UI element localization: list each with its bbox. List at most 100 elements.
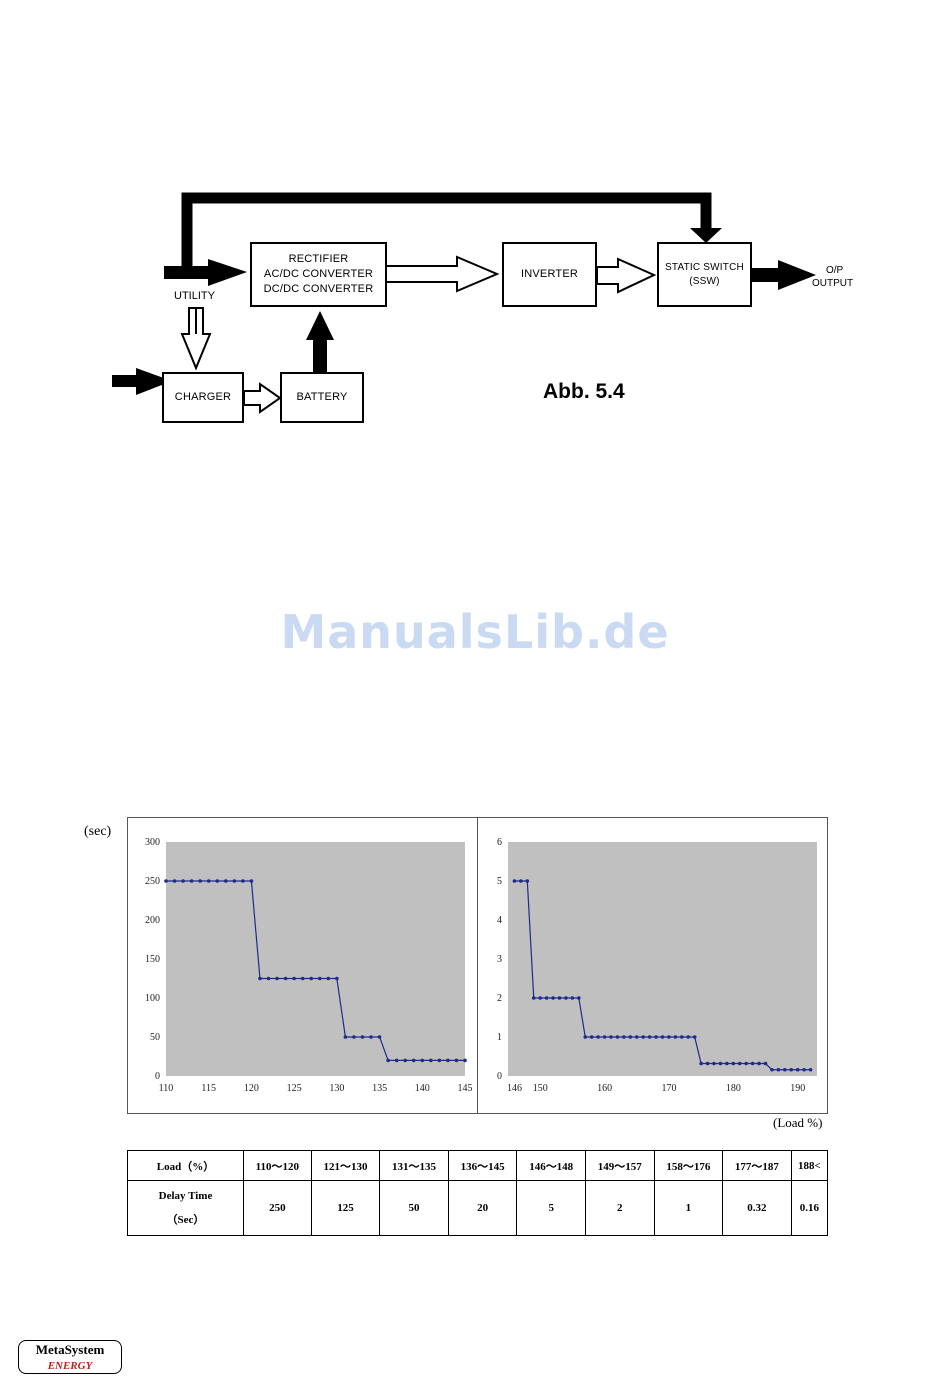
data-point — [557, 996, 562, 1000]
data-point — [300, 976, 305, 981]
output-label: OUTPUT — [812, 278, 854, 289]
battery-rectifier-arrowhead — [306, 311, 334, 340]
charger-block: CHARGER — [162, 372, 244, 423]
x-tick-label: 125 — [287, 1083, 302, 1094]
rectifier-label: RECTIFIER — [288, 253, 349, 265]
data-point — [789, 1067, 794, 1072]
battery-rectifier-arrow-shaft — [313, 336, 327, 372]
charger-label: CHARGER — [174, 391, 232, 403]
load-cell: 177～187 — [722, 1150, 792, 1181]
x-tick-label: 150 — [533, 1083, 548, 1094]
data-point — [583, 1035, 588, 1039]
data-point — [712, 1061, 716, 1066]
data-point — [802, 1067, 806, 1072]
data-point — [519, 879, 523, 883]
table-row-delay: Delay Time （Sec） 250 125 50 20 5 2 1 0.3… — [127, 1180, 829, 1236]
delay-cell: 250 — [243, 1180, 312, 1236]
data-point — [757, 1061, 761, 1066]
data-point — [680, 1035, 684, 1039]
data-point — [164, 879, 168, 883]
data-point — [292, 976, 296, 981]
delay-unit-label: （Sec） — [166, 1214, 205, 1226]
data-point — [403, 1058, 408, 1063]
data-point — [446, 1058, 450, 1063]
data-point — [309, 976, 314, 981]
data-point — [602, 1035, 607, 1039]
data-point — [667, 1035, 671, 1039]
y-tick-label: 3 — [497, 954, 502, 965]
charger-battery-arrow — [243, 382, 282, 414]
data-point — [232, 879, 237, 883]
data-point — [609, 1035, 613, 1039]
data-point — [776, 1067, 781, 1072]
data-point — [570, 996, 575, 1000]
delay-time-label: Delay Time — [158, 1190, 213, 1202]
data-point — [654, 1035, 658, 1039]
battery-block: BATTERY — [280, 372, 364, 423]
data-point — [172, 879, 177, 883]
plot-area — [166, 842, 465, 1076]
data-point — [763, 1061, 768, 1066]
data-point — [369, 1035, 373, 1039]
load-cell: 149～157 — [584, 1150, 655, 1181]
y-tick-label: 250 — [145, 876, 160, 887]
data-point — [718, 1061, 723, 1066]
inverter-ssw-arrow — [596, 257, 657, 294]
rectifier-inverter-arrow — [385, 255, 500, 293]
data-point — [589, 1035, 594, 1039]
delay-cell: 0.16 — [790, 1180, 829, 1236]
data-point — [725, 1061, 729, 1066]
data-point — [628, 1035, 633, 1039]
data-point — [266, 976, 271, 981]
x-tick-label: 145 — [458, 1083, 473, 1094]
data-point — [394, 1058, 399, 1063]
y-tick-label: 300 — [145, 837, 160, 848]
data-point — [731, 1061, 736, 1066]
data-point — [770, 1067, 774, 1072]
utility-arrow-shaft — [164, 266, 212, 279]
watermark: ManualsLib.de — [280, 605, 670, 659]
data-point — [189, 879, 194, 883]
bypass-line — [181, 192, 712, 272]
x-tick-label: 110 — [159, 1083, 174, 1094]
y-tick-label: 0 — [497, 1071, 502, 1082]
ssw-label: (SSW) — [689, 275, 720, 287]
data-point — [808, 1067, 813, 1072]
delay-cell: 20 — [447, 1180, 518, 1236]
data-point — [377, 1035, 382, 1039]
output-arrowhead — [778, 260, 816, 290]
data-point — [437, 1058, 442, 1063]
charger-input-arrow-shaft — [112, 375, 140, 387]
x-tick-label: 180 — [726, 1083, 741, 1094]
data-point — [360, 1035, 365, 1039]
data-point — [283, 976, 288, 981]
data-point — [454, 1058, 459, 1063]
delay-cell: 5 — [516, 1180, 586, 1236]
y-tick-label: 1 — [497, 1032, 502, 1043]
data-point — [181, 879, 185, 883]
data-point — [215, 879, 220, 883]
load-cell: 131～135 — [379, 1150, 449, 1181]
load-cell: 158～176 — [653, 1150, 724, 1181]
block-diagram: RECTIFIER AC/DC CONVERTER DC/DC CONVERTE… — [0, 0, 950, 440]
data-point — [538, 996, 542, 1000]
output-short-label: O/P — [826, 265, 844, 276]
y-tick-label: 6 — [497, 837, 502, 848]
x-tick-label: 190 — [790, 1083, 805, 1094]
table-row-load: Load（%） 110～120 121～130 131～135 136～145 … — [127, 1150, 829, 1181]
data-point — [686, 1035, 691, 1039]
metasystem-logo: MetaSystem ENERGY — [18, 1340, 122, 1374]
data-point — [352, 1035, 356, 1039]
y-tick-label: 150 — [145, 954, 160, 965]
delay-cell: 125 — [310, 1180, 381, 1236]
data-point — [551, 996, 555, 1000]
data-point — [783, 1067, 787, 1072]
delay-cell: 0.32 — [722, 1180, 792, 1236]
y-tick-label: 100 — [145, 993, 160, 1004]
dcdc-converter-label: DC/DC CONVERTER — [263, 283, 374, 295]
delay-cell: 50 — [379, 1180, 449, 1236]
plot-area — [508, 842, 817, 1076]
battery-label: BATTERY — [296, 391, 348, 403]
